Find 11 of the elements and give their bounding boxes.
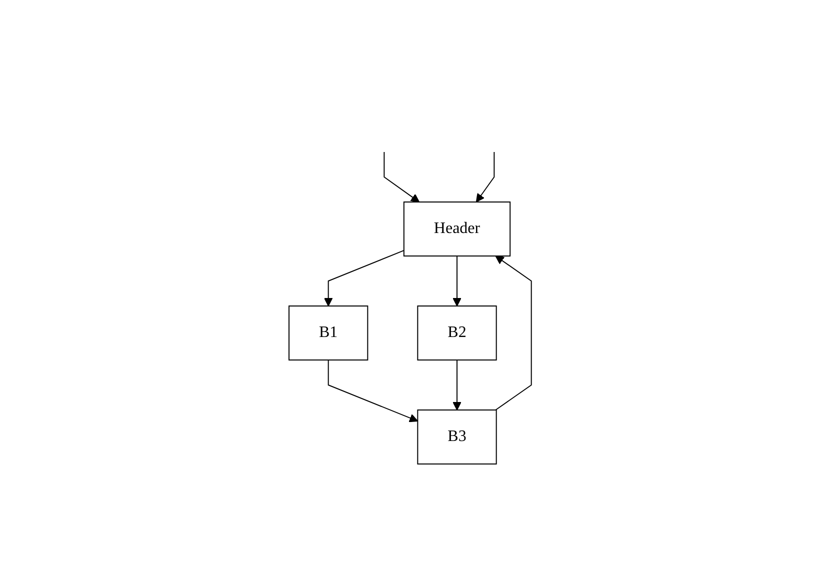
arrow bbox=[384, 152, 420, 202]
arrow bbox=[452, 256, 462, 306]
arrow bbox=[324, 250, 404, 306]
node-box: Header bbox=[403, 202, 510, 256]
arrow bbox=[476, 152, 494, 202]
node-box: B2 bbox=[417, 306, 497, 360]
arrow bbox=[452, 360, 462, 410]
arrow bbox=[494, 256, 532, 410]
node-box: B3 bbox=[417, 409, 497, 464]
arrow bbox=[328, 360, 418, 422]
node-box: B1 bbox=[288, 306, 368, 360]
